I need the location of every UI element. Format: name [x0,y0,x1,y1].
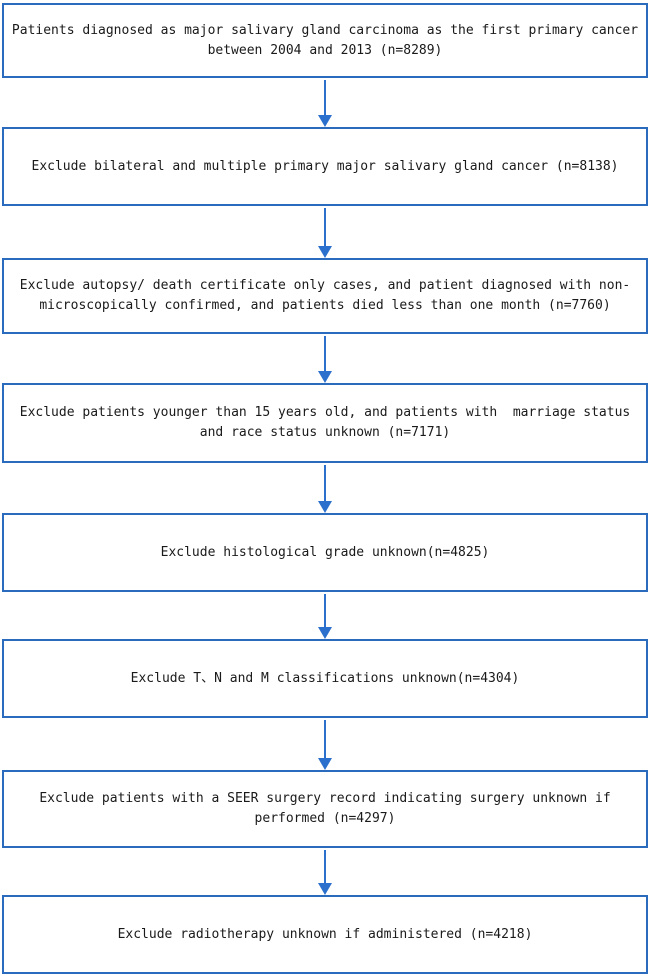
arrow-stem [324,850,326,883]
arrow-stem [324,465,326,501]
flow-box-exclude-tnm-unknown: Exclude T、N and M classifications unknow… [2,639,648,718]
flow-box-text: Patients diagnosed as major salivary gla… [11,22,639,58]
flow-box-text: Exclude T、N and M classifications unknow… [130,670,520,686]
down-arrow [318,720,332,770]
flow-box-text: Exclude patients with a SEER surgery rec… [39,791,611,826]
arrow-head-icon [318,115,332,127]
flow-box-initial-cohort: Patients diagnosed as major salivary gla… [2,3,648,78]
arrow-stem [324,208,326,246]
flow-box-exclude-age-marriage-race: Exclude patients younger than 15 years o… [2,383,648,463]
down-arrow [318,465,332,513]
arrow-stem [324,80,326,115]
flow-box-exclude-bilateral-multiple: Exclude bilateral and multiple primary m… [2,127,648,206]
down-arrow [318,594,332,639]
flow-box-exclude-surgery-unknown: Exclude patients with a SEER surgery rec… [2,770,648,848]
arrow-head-icon [318,883,332,895]
down-arrow [318,80,332,127]
flow-box-exclude-grade-unknown: Exclude histological grade unknown(n=482… [2,513,648,592]
arrow-head-icon [318,246,332,258]
arrow-head-icon [318,627,332,639]
flow-box-text: Exclude autopsy/ death certificate only … [19,278,631,313]
flow-box-text: Exclude radiotherapy unknown if administ… [117,926,533,942]
arrow-head-icon [318,371,332,383]
arrow-head-icon [318,758,332,770]
arrow-head-icon [318,501,332,513]
arrow-stem [324,336,326,371]
flow-box-text: Exclude bilateral and multiple primary m… [31,158,619,174]
down-arrow [318,850,332,895]
flow-box-text: Exclude patients younger than 15 years o… [19,405,631,440]
arrow-stem [324,720,326,758]
flow-box-text: Exclude histological grade unknown(n=482… [160,544,490,560]
flow-box-exclude-autopsy-nonmicroscopic: Exclude autopsy/ death certificate only … [2,258,648,334]
flow-box-exclude-radiotherapy-unknown: Exclude radiotherapy unknown if administ… [2,895,648,974]
down-arrow [318,208,332,258]
down-arrow [318,336,332,383]
arrow-stem [324,594,326,627]
